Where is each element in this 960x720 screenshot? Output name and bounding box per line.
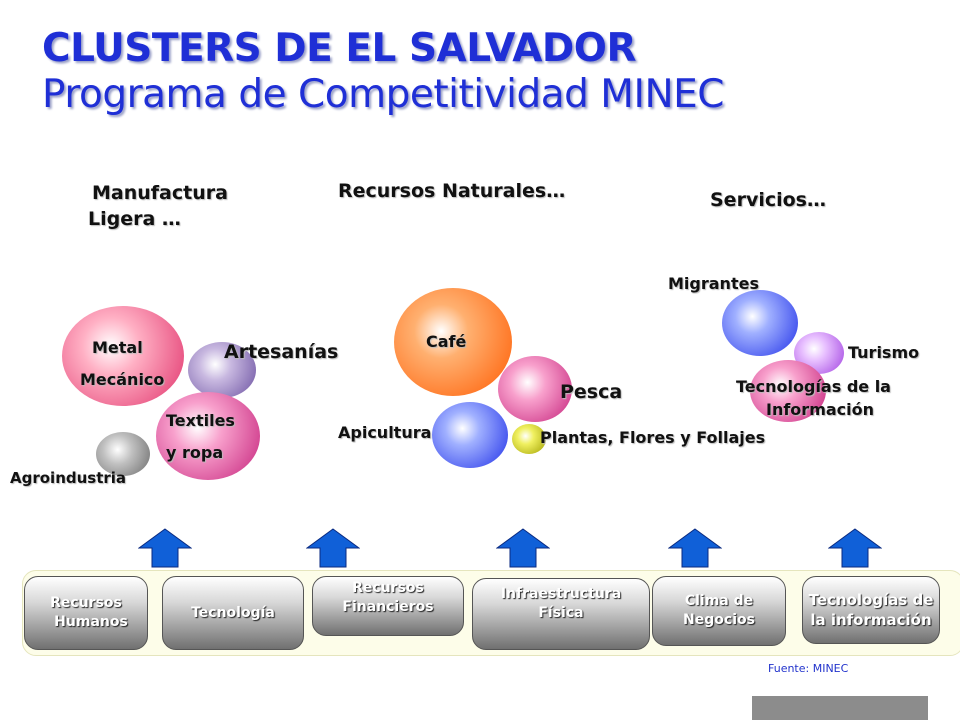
box-label: Financieros [342,598,434,615]
apicultura-ball [432,402,508,468]
apicultura-label: Apicultura [338,423,432,442]
migrantes-ball [722,290,798,356]
metal-label: Metal [92,338,143,357]
up-arrow-icon [496,528,550,568]
artesanias-label: Artesanías [224,341,339,363]
mecanico-label: Mecánico [80,370,165,389]
textiles-ball [156,392,260,480]
y-ropa-label: y ropa [166,443,224,462]
box-label: Tecnología [191,604,275,621]
textiles-label: Textiles [166,411,235,430]
pesca-label: Pesca [560,381,623,403]
source-note: Fuente: MINEC [768,662,849,675]
cafe-label: Café [426,332,467,351]
box-label: Física [538,604,584,621]
up-arrow-icon [138,528,192,568]
tecnologias-informacion-box: Tecnologías de la información [802,576,940,644]
tic-label-line1: Tecnologías de la [736,377,891,396]
up-arrow-icon [306,528,360,568]
box-label: la información [810,611,932,629]
box-label: Recursos [50,595,122,612]
turismo-label: Turismo [848,343,920,362]
box-label: Tecnologías de [808,590,934,609]
box-label: Recursos [352,580,424,596]
tecnologia-box: Tecnología [162,576,304,650]
category-servicios: Servicios… [710,189,826,211]
grey-block [752,696,928,720]
agroindustria-ball [96,432,150,476]
up-arrow-icon [828,528,882,568]
box-label: Negocios [683,612,755,628]
plantas-label: Plantas, Flores y Follajes [540,428,766,447]
category-manufactura-line2: Ligera … [88,208,181,230]
metal-mecanico-ball [62,306,184,406]
migrantes-label: Migrantes [668,274,759,293]
box-label: Infraestructura [500,586,622,602]
pesca-ball [498,356,572,422]
up-arrow-icon [668,528,722,568]
category-recursos-naturales: Recursos Naturales… [338,180,566,202]
page-title: CLUSTERS DE EL SALVADOR [42,26,636,71]
tic-ball [750,360,826,422]
clima-negocios-box: Clima de Negocios [652,576,786,646]
page-subtitle: Programa de Competitividad MINEC [42,72,725,117]
plantas-ball [512,424,546,454]
box-label: Clima de [684,593,754,610]
tic-label-line2: Información [766,400,875,419]
cafe-ball [394,288,512,396]
category-manufactura: Manufactura [92,182,228,204]
agroindustria-label: Agroindustria [10,469,127,487]
box-label: Humanos [54,614,128,630]
artesanias-ball [188,342,256,398]
